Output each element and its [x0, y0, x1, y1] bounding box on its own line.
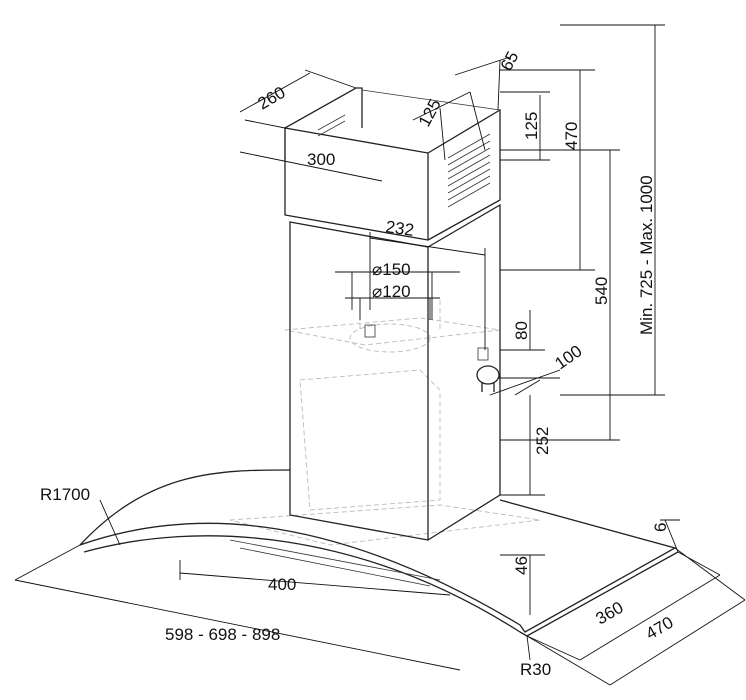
- label-540: 540: [592, 277, 611, 305]
- label-360: 360: [593, 598, 627, 629]
- label-dia-150: ⌀150: [372, 260, 411, 279]
- label-r30: R30: [520, 660, 551, 679]
- socket: [364, 324, 500, 392]
- hidden-lines: [229, 300, 541, 546]
- label-46: 46: [512, 556, 531, 575]
- dimension-lines: [14, 24, 746, 686]
- label-r1700: R1700: [40, 485, 90, 504]
- label-232: 232: [384, 217, 415, 240]
- dimension-labels: 260 300 125 65 125 470 232 ⌀150 ⌀120 540…: [40, 48, 677, 679]
- label-120: 120: [382, 282, 410, 301]
- label-125-height: 125: [522, 112, 541, 140]
- label-total-height: Min. 725 - Max. 1000: [637, 175, 656, 335]
- upper-chimney: [284, 87, 501, 241]
- diameter-symbol: ⌀: [372, 260, 382, 279]
- diameter-symbol: ⌀: [372, 282, 382, 301]
- label-150: 150: [382, 260, 410, 279]
- vent-slots: [317, 114, 491, 208]
- label-6: 6: [651, 523, 670, 532]
- label-470-depth: 470: [643, 613, 677, 644]
- lower-chimney: [289, 203, 501, 541]
- label-400: 400: [268, 575, 296, 594]
- label-470-chimney: 470: [562, 122, 581, 150]
- label-hood-widths: 598 - 698 - 898: [165, 625, 280, 644]
- label-dia-120: ⌀120: [372, 282, 411, 301]
- label-300: 300: [307, 150, 335, 169]
- label-100: 100: [551, 341, 585, 373]
- glass-canopy: [79, 469, 679, 637]
- label-80: 80: [512, 321, 531, 340]
- label-252: 252: [533, 427, 552, 455]
